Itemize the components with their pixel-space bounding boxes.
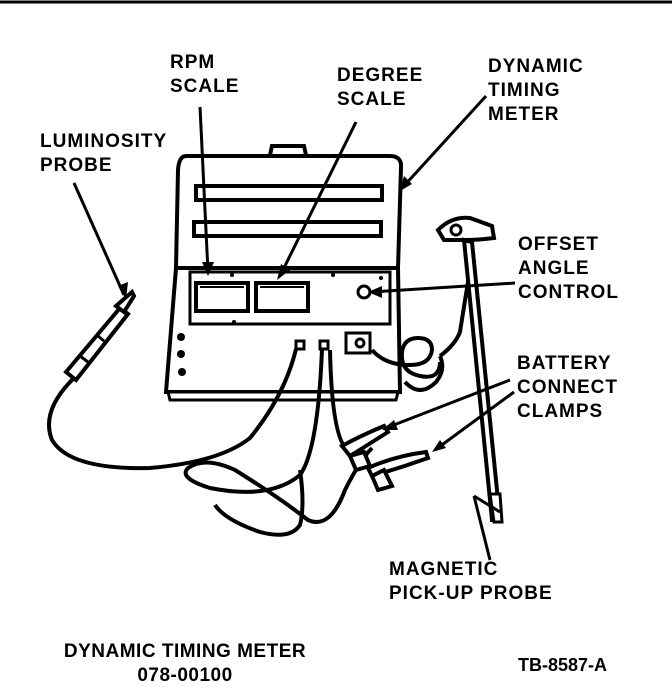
degree-meter-window bbox=[254, 281, 310, 313]
figure-caption: DYNAMIC TIMING METER 078-00100 bbox=[40, 640, 330, 688]
figure-reference: TB-8587-A bbox=[518, 655, 608, 675]
battery-clamps bbox=[338, 423, 431, 493]
case-lid bbox=[173, 144, 404, 270]
caption-part-number: 078-00100 bbox=[137, 665, 233, 686]
magnetic-pickup-probe bbox=[435, 215, 504, 524]
rpm-meter-window bbox=[194, 281, 250, 313]
jacks bbox=[294, 331, 372, 355]
luminosity-probe bbox=[63, 288, 137, 383]
leader-arrowheads bbox=[118, 176, 446, 452]
caption-title: DYNAMIC TIMING METER bbox=[63, 641, 307, 662]
leader-lines bbox=[72, 94, 516, 561]
panel-screws bbox=[177, 273, 383, 376]
